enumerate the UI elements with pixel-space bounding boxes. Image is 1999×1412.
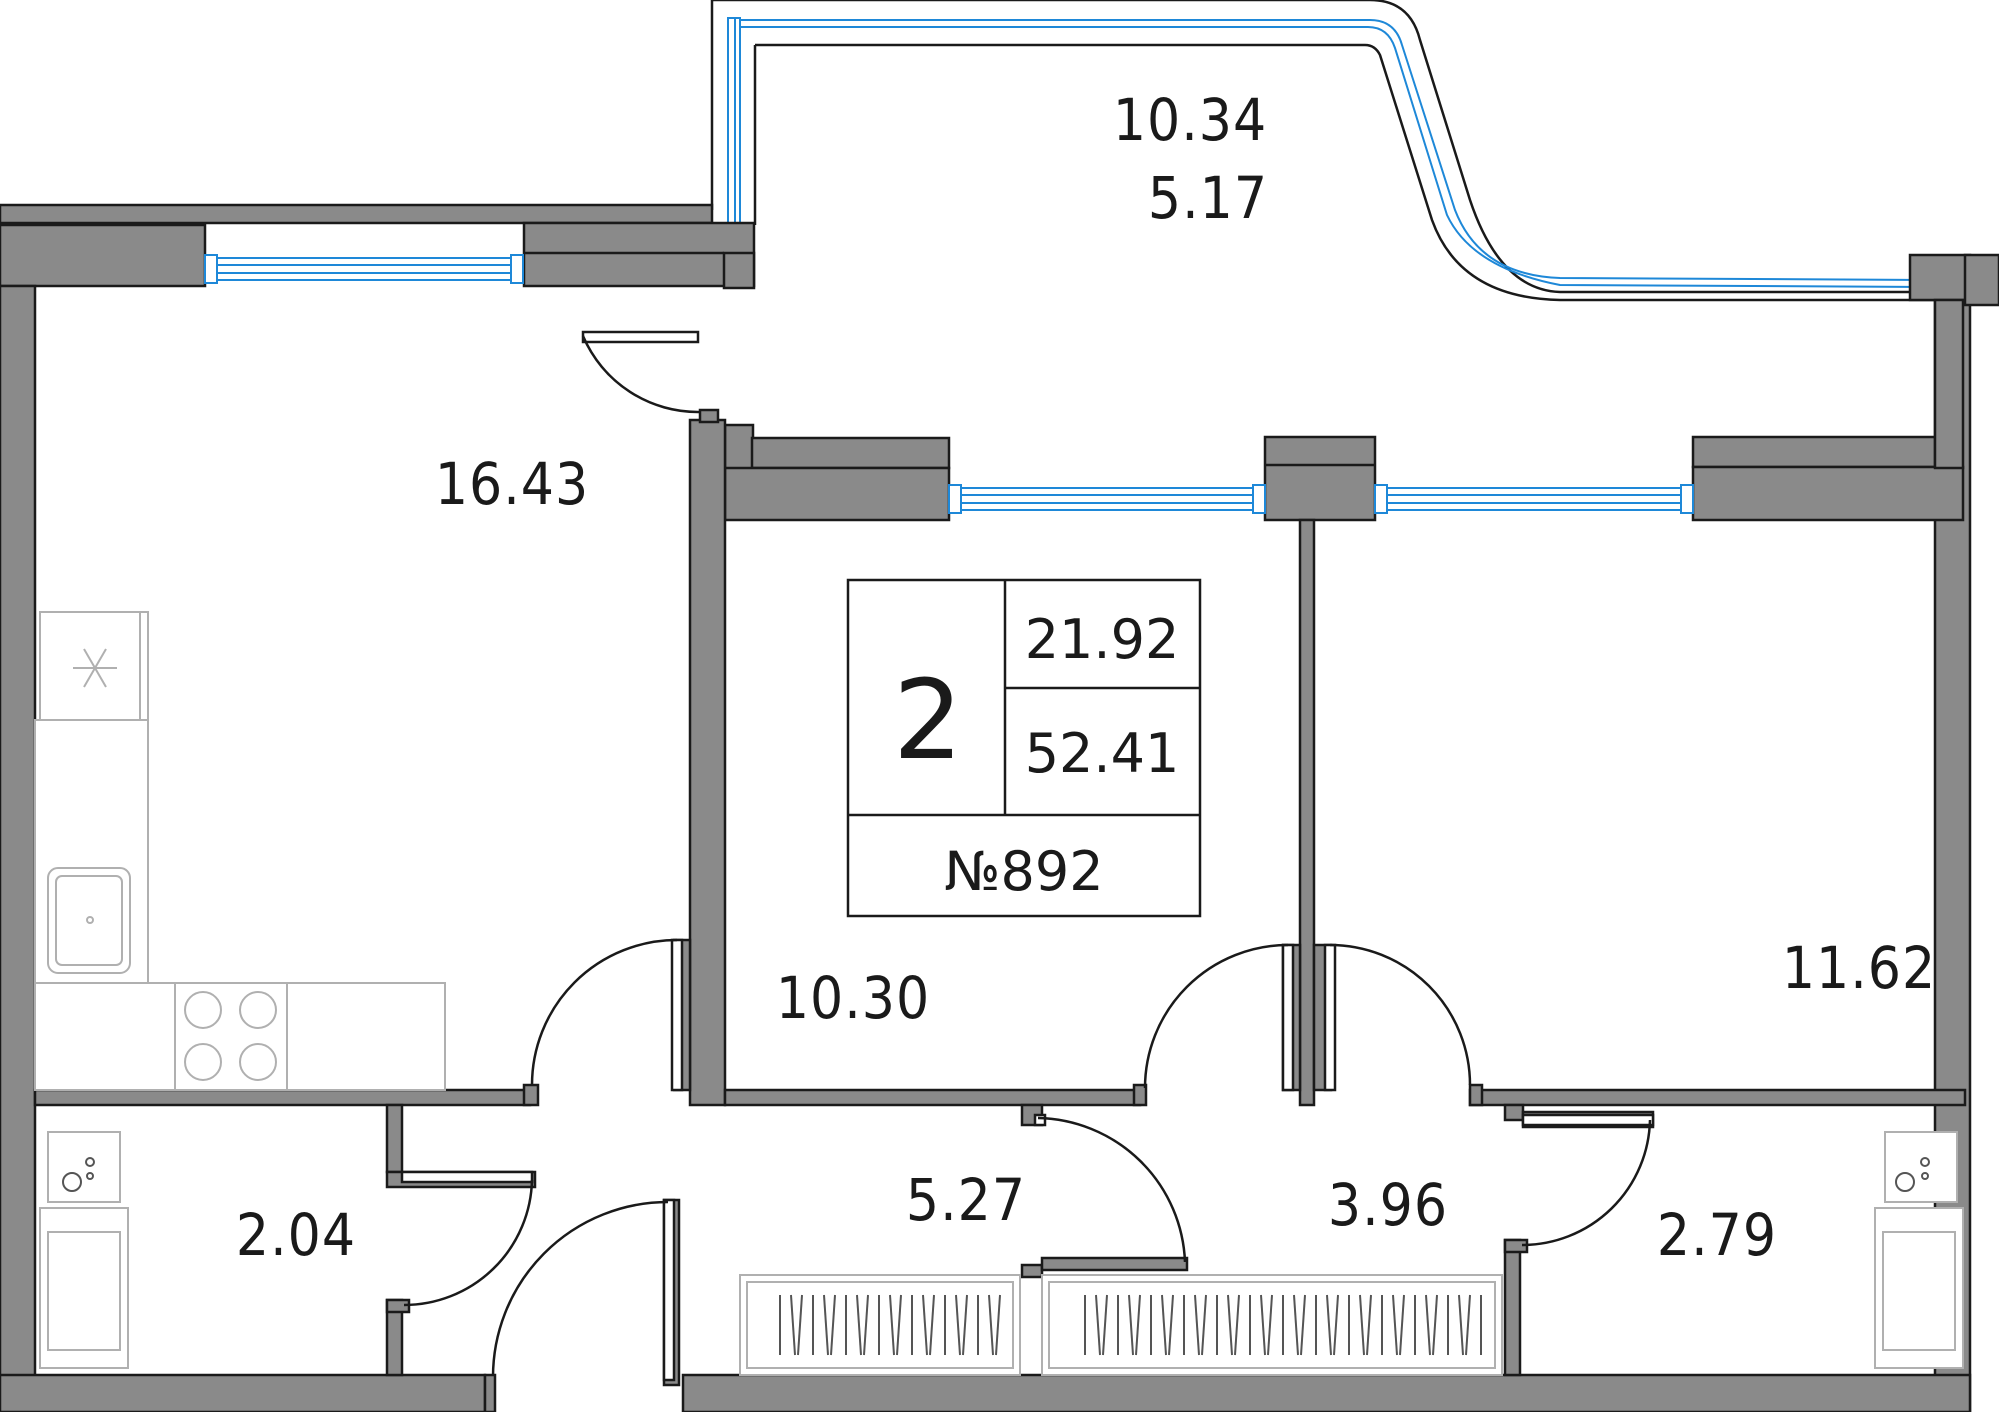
apartment-badge: 2 21.92 52.41 №892 bbox=[846, 578, 1202, 918]
bedroom-left-area: 10.30 bbox=[776, 964, 930, 1032]
hanger-line bbox=[1135, 1294, 1141, 1356]
hanger-line bbox=[1267, 1294, 1273, 1356]
hanger-line bbox=[1102, 1294, 1108, 1356]
hanger-line bbox=[1128, 1294, 1134, 1356]
kitchen-furniture bbox=[34, 611, 446, 1091]
snowflake-icon bbox=[73, 648, 117, 688]
hanger-line bbox=[922, 1294, 928, 1356]
loggia-area-2: 5.17 bbox=[1148, 164, 1268, 232]
hanger-line bbox=[830, 1294, 836, 1356]
right-bathroom-fixtures bbox=[1874, 1131, 1964, 1369]
loggia-area-1: 10.34 bbox=[1113, 86, 1267, 154]
sink bbox=[47, 867, 131, 974]
hanger-line bbox=[790, 1294, 796, 1356]
hallway-area: 5.27 bbox=[906, 1166, 1026, 1234]
hanger-line bbox=[1366, 1294, 1372, 1356]
hanger-line bbox=[929, 1294, 935, 1356]
hanger-line bbox=[1194, 1294, 1200, 1356]
hanger-line bbox=[955, 1294, 961, 1356]
washer-right bbox=[1874, 1207, 1964, 1369]
hanger-line bbox=[1333, 1294, 1339, 1356]
corridor-area: 3.96 bbox=[1328, 1171, 1448, 1239]
hanger-line bbox=[995, 1294, 1001, 1356]
hanger-line bbox=[1326, 1294, 1332, 1356]
hanger-line bbox=[856, 1294, 862, 1356]
hanger-line bbox=[797, 1294, 803, 1356]
hanger-line bbox=[1293, 1294, 1299, 1356]
living-area: 21.92 bbox=[1025, 608, 1180, 671]
bathroom-right-area: 2.79 bbox=[1657, 1201, 1777, 1269]
hanger-line bbox=[1425, 1294, 1431, 1356]
hanger-line bbox=[1359, 1294, 1365, 1356]
hanger-line bbox=[962, 1294, 968, 1356]
total-area: 52.41 bbox=[1025, 722, 1180, 785]
hanger-line bbox=[1201, 1294, 1207, 1356]
washer-left bbox=[39, 1207, 129, 1369]
hanger-line bbox=[1161, 1294, 1167, 1356]
hanger-line bbox=[988, 1294, 994, 1356]
hanger-line bbox=[1260, 1294, 1266, 1356]
hanger-line bbox=[1458, 1294, 1464, 1356]
hanger-line bbox=[1168, 1294, 1174, 1356]
hanger-line bbox=[1095, 1294, 1101, 1356]
hanger-line bbox=[823, 1294, 829, 1356]
loggia-glazing bbox=[710, 0, 1935, 302]
hanger-line bbox=[1300, 1294, 1306, 1356]
hanger-line bbox=[1399, 1294, 1405, 1356]
boiler-left bbox=[47, 1131, 121, 1203]
hanger-line bbox=[863, 1294, 869, 1356]
windows bbox=[204, 254, 1694, 514]
hanger-line bbox=[1234, 1294, 1240, 1356]
hanger-line bbox=[896, 1294, 902, 1356]
hanger-line bbox=[1392, 1294, 1398, 1356]
bathroom-left-area: 2.04 bbox=[236, 1201, 356, 1269]
wardrobes bbox=[739, 1274, 1503, 1376]
boiler-right bbox=[1884, 1131, 1958, 1203]
hanger-line bbox=[1227, 1294, 1233, 1356]
room-area-labels: 10.34 5.17 16.43 10.30 11.62 2.04 5.27 3… bbox=[236, 86, 1936, 1269]
kitchen-area: 16.43 bbox=[435, 450, 589, 518]
apartment-number: №892 bbox=[944, 840, 1103, 903]
rooms-count: 2 bbox=[893, 656, 963, 784]
left-bathroom-fixtures bbox=[39, 1131, 129, 1369]
bedroom-right-area: 11.62 bbox=[1782, 934, 1936, 1002]
wardrobe-2 bbox=[1041, 1274, 1503, 1376]
hanger-line bbox=[889, 1294, 895, 1356]
hanger-line bbox=[1432, 1294, 1438, 1356]
doors bbox=[400, 330, 1655, 1412]
hanger-line bbox=[1465, 1294, 1471, 1356]
